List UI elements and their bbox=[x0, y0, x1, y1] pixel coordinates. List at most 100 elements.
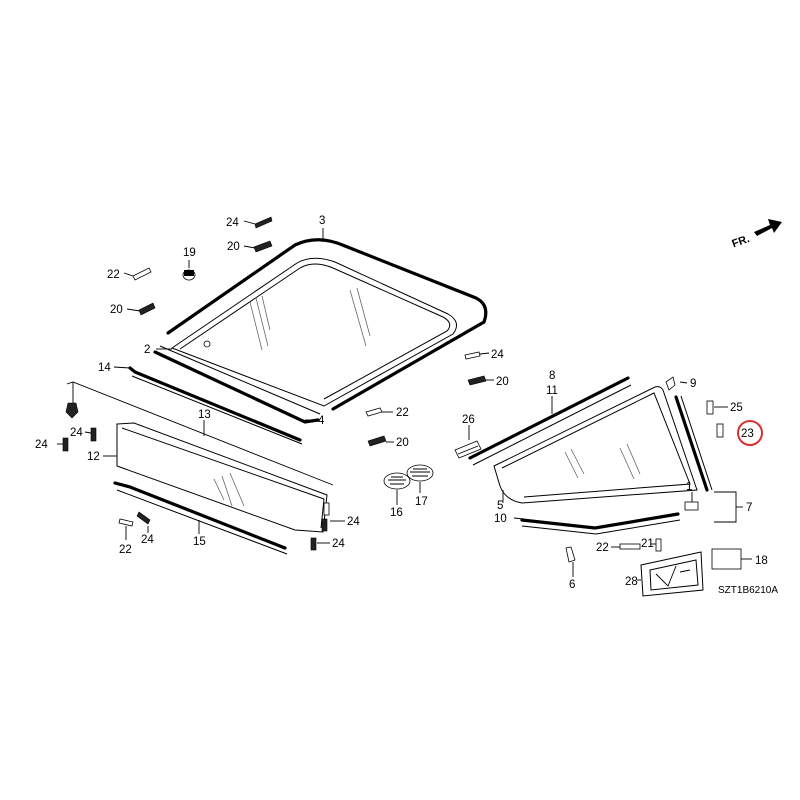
clip-23 bbox=[716, 423, 724, 438]
clip-9 bbox=[665, 376, 676, 391]
windshield-assembly bbox=[128, 238, 488, 445]
clip-20-left bbox=[138, 302, 156, 316]
windshield-reflection bbox=[249, 287, 371, 351]
callout-7[interactable]: 7 bbox=[746, 502, 752, 514]
rear-glass-fasteners bbox=[62, 402, 330, 551]
callout-9[interactable]: 9 bbox=[690, 378, 696, 390]
callout-17[interactable]: 17 bbox=[415, 496, 428, 508]
callout-24-rear[interactable]: 24 bbox=[141, 534, 154, 546]
callout-24-top[interactable]: 24 bbox=[226, 217, 239, 229]
clip-22-left bbox=[132, 267, 152, 281]
callout-22-center[interactable]: 22 bbox=[396, 407, 409, 419]
windshield-molding bbox=[166, 238, 488, 411]
plate-28 bbox=[640, 551, 704, 597]
windshield-lower-seal bbox=[159, 345, 321, 415]
callout-20-left[interactable]: 20 bbox=[110, 304, 123, 316]
quarter-glass-reflection bbox=[564, 443, 641, 480]
emblem-17 bbox=[406, 464, 434, 482]
windshield-glass bbox=[170, 257, 458, 407]
clip-24-rear-right-upper bbox=[323, 502, 330, 516]
callout-11[interactable]: 11 bbox=[546, 385, 558, 397]
quarter-rear-molding-edge bbox=[680, 395, 713, 491]
clip-21 bbox=[655, 538, 662, 552]
leader-22a bbox=[123, 272, 134, 277]
callout-28[interactable]: 28 bbox=[625, 576, 638, 588]
cowl-strip-edge bbox=[131, 375, 303, 445]
callout-25[interactable]: 25 bbox=[730, 402, 743, 414]
callout-22-rear[interactable]: 22 bbox=[119, 544, 132, 556]
callout-24-right[interactable]: 24 bbox=[491, 349, 504, 361]
emblem-17-outline bbox=[406, 464, 434, 482]
callout-23[interactable]: 23 bbox=[741, 428, 754, 440]
callout-13[interactable]: 13 bbox=[198, 409, 211, 421]
bracket-7-leader bbox=[714, 491, 737, 523]
clip-20-top bbox=[253, 240, 273, 253]
callout-24-rear-right[interactable]: 24 bbox=[347, 516, 360, 528]
callout-10[interactable]: 10 bbox=[494, 513, 507, 525]
leader-14 bbox=[113, 366, 131, 369]
callout-16[interactable]: 16 bbox=[390, 507, 403, 519]
quarter-glass-assembly bbox=[468, 376, 737, 535]
callout-15[interactable]: 15 bbox=[193, 536, 206, 548]
clip-24-rear-right-lower bbox=[310, 537, 317, 551]
quarter-part-1 bbox=[684, 501, 699, 511]
clip-20-right bbox=[467, 375, 487, 386]
callout-24-left-upper[interactable]: 24 bbox=[70, 427, 83, 439]
highlight-circle bbox=[737, 420, 763, 446]
emblem-16-hatch bbox=[388, 476, 406, 485]
quarter-glass-inner-edge bbox=[501, 392, 691, 498]
callout-19[interactable]: 19 bbox=[183, 247, 196, 259]
emblem-17-hatch bbox=[410, 468, 430, 477]
leader-24a bbox=[243, 220, 256, 225]
callout-21[interactable]: 21 bbox=[641, 538, 654, 550]
windshield-sensor bbox=[203, 340, 211, 348]
callout-26[interactable]: 26 bbox=[462, 414, 475, 426]
clip-24-left-upper bbox=[90, 427, 97, 442]
rear-glass-reflection bbox=[213, 472, 245, 507]
leader-20b bbox=[126, 308, 141, 312]
quarter-upper-molding-edge bbox=[472, 384, 632, 466]
quarter-fasteners bbox=[565, 376, 742, 597]
rubber-cap-19-top bbox=[184, 270, 194, 276]
front-direction-indicator: FR. bbox=[730, 219, 782, 250]
leader-24c bbox=[84, 431, 92, 434]
clip-25 bbox=[706, 400, 714, 415]
callout-24-left-lower[interactable]: 24 bbox=[35, 439, 48, 451]
clip-24-rear-right-middle bbox=[321, 518, 328, 532]
front-arrow-icon bbox=[754, 219, 782, 236]
clip-24-rear bbox=[136, 511, 151, 525]
callout-1[interactable]: 1 bbox=[686, 481, 692, 493]
rear-glass-panel bbox=[116, 422, 328, 533]
clip-22-rear bbox=[118, 518, 134, 527]
callout-22-top[interactable]: 22 bbox=[107, 269, 120, 281]
windshield-cowl-strip bbox=[128, 366, 302, 442]
callout-5[interactable]: 5 bbox=[497, 500, 503, 512]
clip-24-left-lower bbox=[62, 437, 69, 452]
quarter-upper-molding bbox=[468, 376, 630, 460]
bracket-top-left bbox=[65, 402, 79, 419]
callout-18[interactable]: 18 bbox=[755, 555, 768, 567]
windshield-dam-rubber bbox=[153, 350, 320, 424]
leader-lines bbox=[57, 220, 752, 581]
clip-24-top bbox=[254, 216, 273, 229]
callout-8[interactable]: 8 bbox=[549, 370, 555, 382]
callout-20-center[interactable]: 20 bbox=[396, 437, 409, 449]
label-18 bbox=[711, 548, 742, 570]
callout-6[interactable]: 6 bbox=[569, 579, 575, 591]
callout-14[interactable]: 14 bbox=[98, 362, 111, 374]
callout-labels: 3 24 20 19 22 20 2 14 4 24 20 22 20 13 1… bbox=[35, 215, 768, 591]
emblem-16 bbox=[383, 472, 411, 490]
spacer-26 bbox=[454, 440, 482, 459]
callout-22-quarter[interactable]: 22 bbox=[596, 542, 609, 554]
callout-12[interactable]: 12 bbox=[87, 451, 100, 463]
callout-4[interactable]: 4 bbox=[318, 415, 325, 427]
callout-20-top[interactable]: 20 bbox=[227, 241, 240, 253]
callout-2[interactable]: 2 bbox=[144, 344, 150, 356]
clip-22-quarter bbox=[619, 543, 641, 550]
clip-20-center bbox=[367, 435, 387, 447]
leader-20a bbox=[243, 245, 256, 249]
callout-20-right[interactable]: 20 bbox=[496, 376, 509, 388]
callout-24-rear-right-lower[interactable]: 24 bbox=[332, 538, 345, 550]
callout-3[interactable]: 3 bbox=[319, 215, 325, 227]
